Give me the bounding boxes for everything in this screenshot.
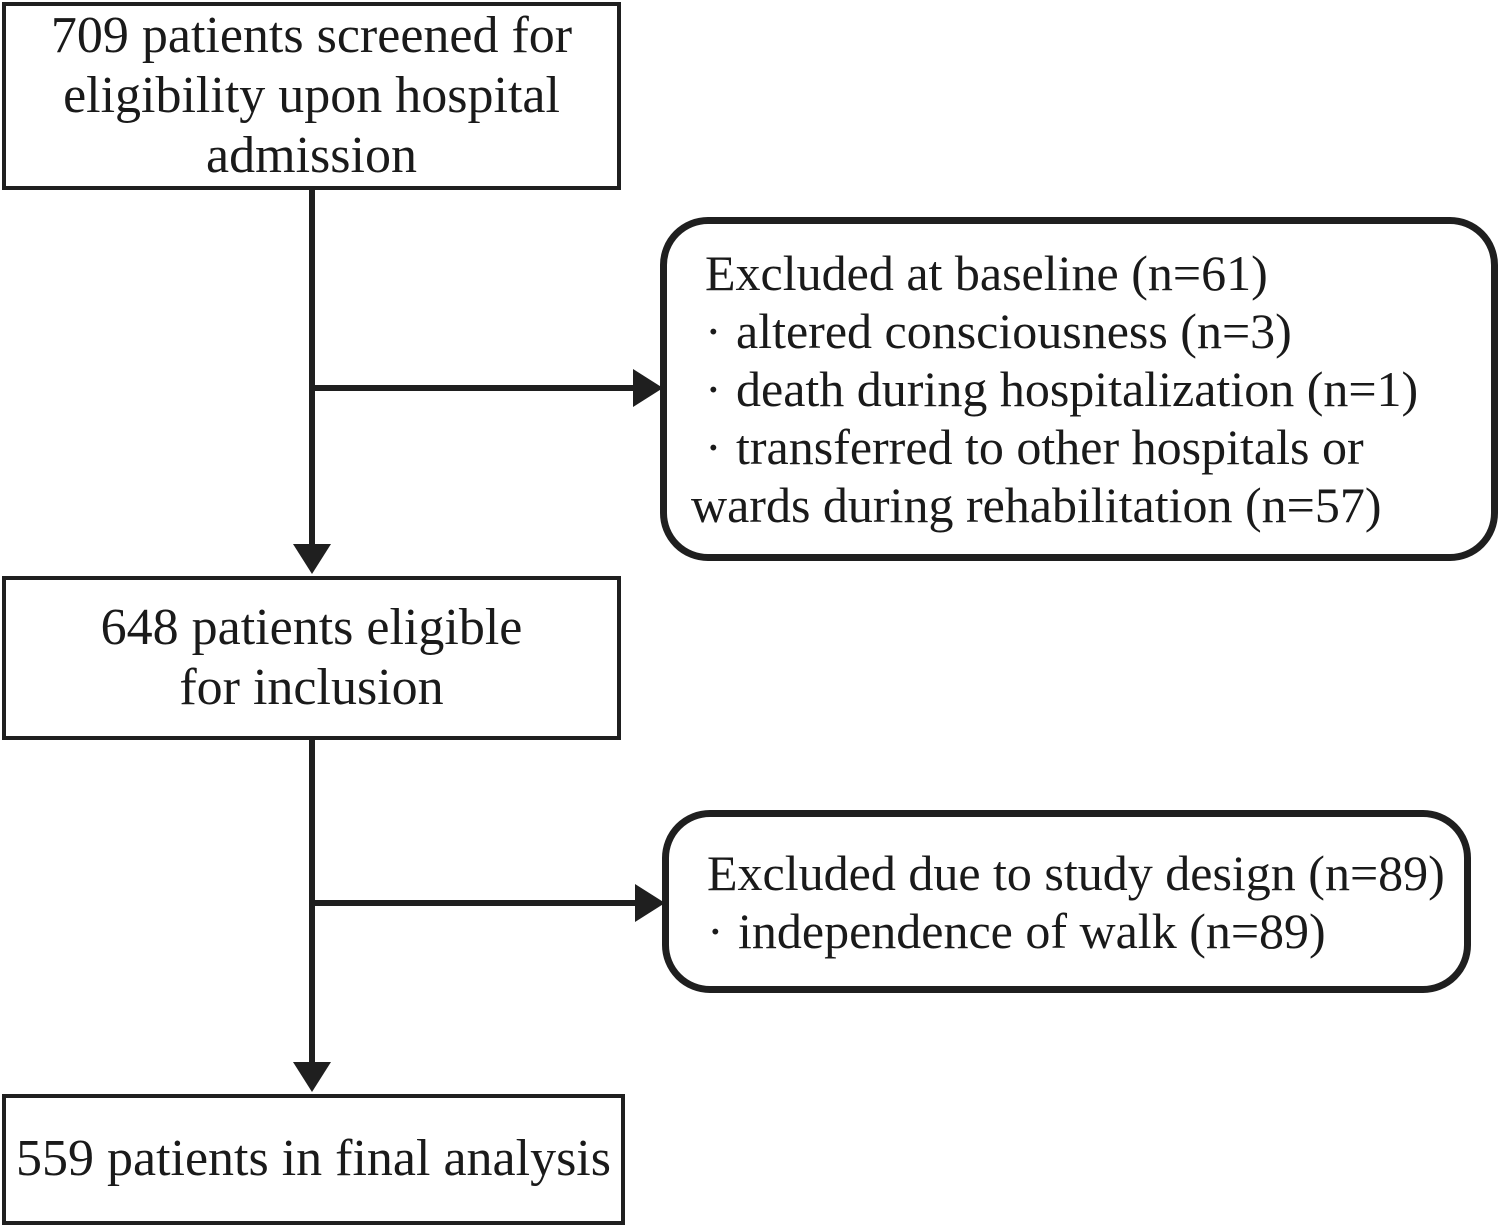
node-final-analysis-line-1: 559 patients in final analysis [15, 1130, 611, 1188]
node-screened-line-2: eligibility upon hospital [63, 66, 560, 124]
connector-screened-to-eligible [309, 188, 315, 546]
arrowhead-into-excluded-study-design [635, 884, 665, 922]
excluded-baseline-bullet-3-continuation: wards during rehabilitation (n=57) [691, 477, 1382, 533]
excluded-baseline-bullet-1-label: altered consciousness (n=3) [736, 303, 1292, 359]
arrowhead-into-eligible [293, 544, 331, 574]
excluded-baseline-bullet-2-label: death during hospitalization (n=1) [736, 361, 1419, 417]
excluded-baseline-bullet-1: ·altered consciousness (n=3) [667, 302, 1491, 360]
excluded-baseline-bullet-3-label: transferred to other hospitals or [736, 419, 1364, 475]
node-screened-line-1: 709 patients screened for [50, 6, 573, 64]
bullet-icon: · [705, 303, 722, 359]
connector-to-excluded-study-design [309, 900, 637, 906]
node-excluded-baseline: Excluded at baseline (n=61) ·altered con… [660, 217, 1498, 561]
bullet-icon: · [705, 361, 722, 417]
node-final-analysis: 559 patients in final analysis [2, 1094, 625, 1225]
node-eligible-line-2: for inclusion [179, 659, 444, 716]
bullet-icon: · [707, 902, 724, 959]
node-excluded-study-design: Excluded due to study design (n=89) ·ind… [662, 810, 1471, 993]
connector-to-excluded-baseline [309, 385, 635, 391]
excluded-design-bullet-1: ·independence of walk (n=89) [669, 902, 1464, 960]
excluded-baseline-bullet-2: ·death during hospitalization (n=1) [667, 360, 1491, 418]
node-screened-line-3: admission [206, 127, 417, 185]
arrowhead-into-excluded-baseline [633, 369, 663, 407]
node-screened: 709 patients screened for eligibility up… [2, 2, 621, 190]
excluded-design-heading: Excluded due to study design (n=89) [707, 844, 1445, 901]
excluded-design-bullet-1-label: independence of walk (n=89) [738, 902, 1326, 959]
excluded-baseline-heading: Excluded at baseline (n=61) [705, 245, 1268, 301]
bullet-icon: · [705, 419, 722, 475]
excluded-baseline-bullet-3: ·transferred to other hospitals or [667, 418, 1491, 476]
node-eligible: 648 patients eligible for inclusion [2, 576, 621, 740]
node-eligible-line-1: 648 patients eligible [100, 598, 523, 656]
arrowhead-into-final-analysis [293, 1062, 331, 1092]
